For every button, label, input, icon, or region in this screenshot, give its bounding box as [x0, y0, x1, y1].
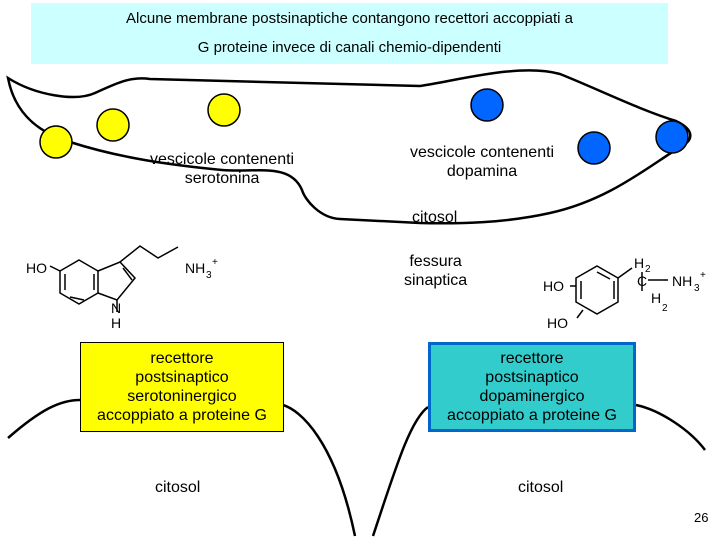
title-line-1: Alcune membrane postsinaptiche contangon… — [126, 10, 573, 28]
dopamine-ho-2: HO — [547, 315, 568, 331]
dopamine-h-top: H — [634, 255, 644, 271]
serotonin-receptor-label: recettore postsinaptico serotoninergico … — [97, 350, 267, 424]
label-vesicles-serotonin: vescicole contenenti serotonina — [150, 151, 295, 187]
presynaptic-terminal-outline — [6, 69, 692, 225]
dopamine-vesicle-3 — [655, 120, 689, 154]
label-cytosol-right: citosol — [518, 479, 564, 496]
dopamine-sub-2-bottom: 2 — [662, 303, 668, 314]
serotonin-ho: HO — [26, 260, 47, 276]
dopamine-vesicle-2 — [577, 131, 611, 165]
serotonin-vesicle-1 — [39, 125, 73, 159]
dopamine-receptor-box: recettore postsinaptico dopaminergico ac… — [428, 342, 636, 432]
page-number: 26 — [694, 510, 709, 525]
serotonin-sub-3: 3 — [206, 270, 212, 281]
label-cytosol-presynaptic: citosol — [412, 209, 458, 226]
postsynaptic-outline-left — [7, 398, 357, 537]
dopamine-structure — [570, 265, 668, 319]
serotonin-vesicle-3 — [207, 93, 241, 127]
serotonin-nh: NH — [185, 260, 205, 276]
label-synaptic-cleft: fessura sinaptica — [404, 253, 468, 289]
serotonin-plus: + — [212, 257, 218, 268]
dopamine-ho-1: HO — [543, 278, 564, 294]
serotonin-h: H — [111, 315, 121, 331]
postsynaptic-outline-right — [371, 403, 706, 537]
dopamine-nh: NH — [672, 273, 692, 289]
serotonin-n: N — [111, 300, 121, 316]
dopamine-sub-2-top: 2 — [645, 264, 651, 275]
dopamine-receptor-label: recettore postsinaptico dopaminergico ac… — [447, 350, 617, 424]
dopamine-c: C — [637, 273, 647, 289]
serotonin-structure — [49, 245, 179, 312]
serotonin-vesicle-2 — [96, 108, 130, 142]
label-vesicles-dopamine: vescicole contenenti dopamina — [410, 144, 555, 180]
title-box: Alcune membrane postsinaptiche contangon… — [31, 3, 668, 64]
label-cytosol-left: citosol — [155, 479, 201, 496]
serotonin-receptor-box: recettore postsinaptico serotoninergico … — [80, 342, 284, 432]
dopamine-plus: + — [700, 270, 706, 281]
title-line-2: G proteine invece di canali chemio-dipen… — [197, 38, 502, 56]
dopamine-sub-3: 3 — [694, 283, 700, 294]
dopamine-vesicle-1 — [470, 88, 504, 122]
dopamine-h-bottom: H — [651, 290, 661, 306]
